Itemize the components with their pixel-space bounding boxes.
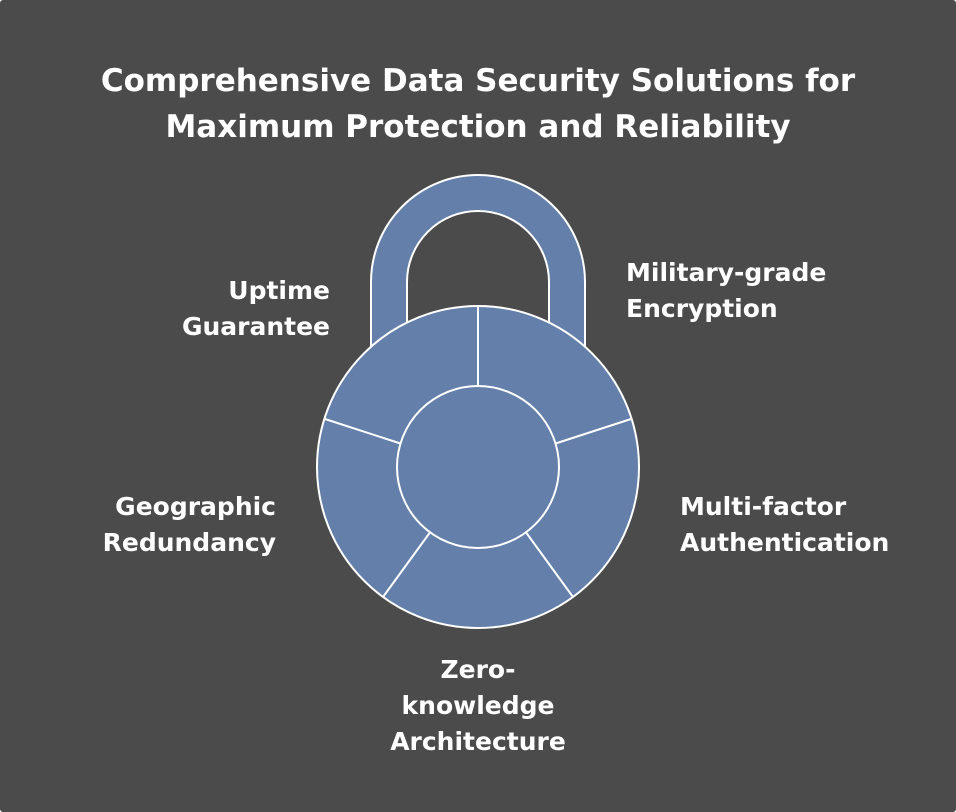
title-line-2: Maximum Protection and Reliability [165,109,791,145]
diagram-title: Comprehensive Data Security Solutions fo… [0,58,956,150]
label-uptime-line-1: Uptime [228,276,330,305]
label-geographic-line-2: Redundancy [102,528,276,557]
label-zero-knowledge-architecture: Zero- knowledge Architecture [358,652,598,760]
label-zeroknowledge-line-2: knowledge [401,691,555,720]
label-zeroknowledge-line-3: Architecture [390,727,566,756]
title-line-1: Comprehensive Data Security Solutions fo… [100,63,856,99]
segment-divider-right [553,418,632,445]
label-multifactor-line-2: Authentication [680,528,890,557]
padlock-inner-dial [396,385,560,549]
label-uptime-guarantee: Uptime Guarantee [150,273,330,345]
label-multi-factor-authentication: Multi-factor Authentication [680,489,930,561]
label-uptime-line-2: Guarantee [181,312,330,341]
segment-divider-left [324,418,403,445]
padlock-shackle [370,174,586,353]
segment-divider-bottom-left [382,530,432,598]
label-zeroknowledge-line-1: Zero- [440,655,516,684]
label-encryption-line-1: Military-grade [626,258,827,287]
label-geographic-redundancy: Geographic Redundancy [60,489,276,561]
segment-divider-bottom-right [524,530,574,598]
label-multifactor-line-1: Multi-factor [680,492,847,521]
label-military-grade-encryption: Military-grade Encryption [626,255,866,327]
label-encryption-line-2: Encryption [626,294,778,323]
label-geographic-line-1: Geographic [115,492,276,521]
